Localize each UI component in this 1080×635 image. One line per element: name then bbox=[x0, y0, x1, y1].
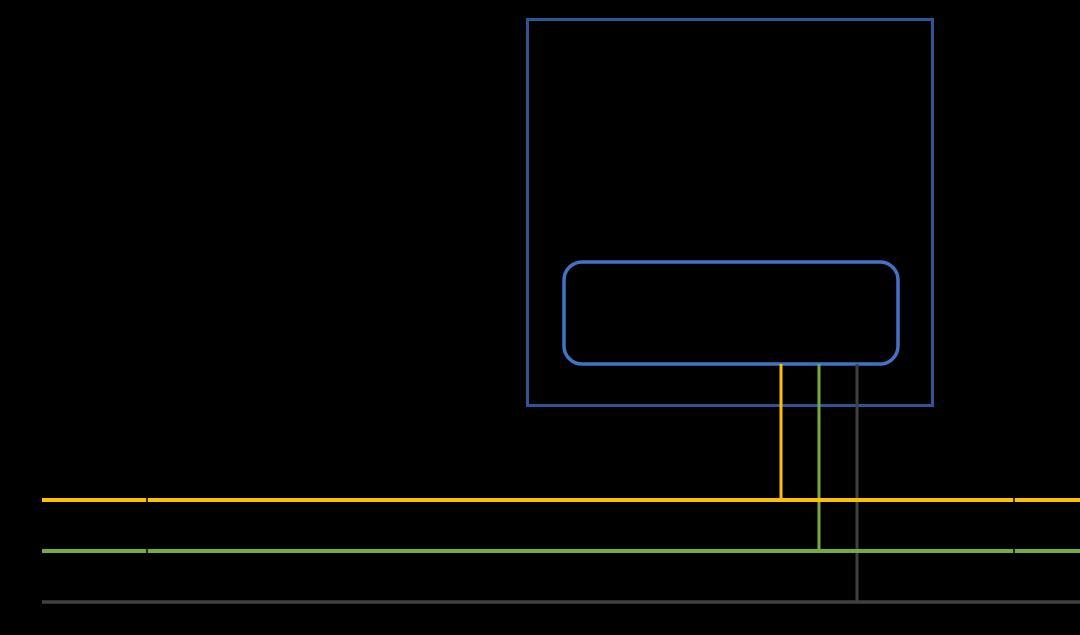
enclosure-box bbox=[526, 18, 934, 407]
module-box bbox=[562, 260, 900, 366]
